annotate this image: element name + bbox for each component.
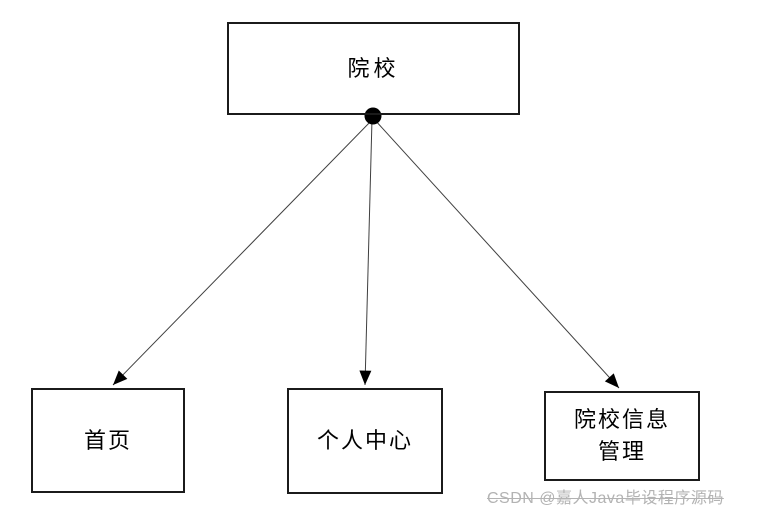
diagram-node-home: 首页: [31, 388, 185, 493]
junction-dot: [364, 107, 382, 125]
node-label-college: 院校: [347, 55, 400, 81]
edge-college-to-college-info: [373, 118, 620, 389]
diagram-node-college: 院校: [227, 22, 520, 115]
node-label-college-info-line2: 管理: [597, 439, 646, 464]
node-label-home: 首页: [83, 427, 132, 453]
node-label-personal-center: 个人中心: [316, 428, 413, 454]
diagram-node-personal-center: 个人中心: [287, 388, 443, 494]
node-label-college-info-management: 院校信息 管理: [574, 404, 670, 468]
diagram-node-college-info-management: 院校信息 管理: [544, 391, 700, 481]
node-label-college-info-line1: 院校信息: [573, 407, 670, 433]
watermark-text: CSDN @嘉人Java毕设程序源码: [487, 490, 724, 507]
edge-college-to-personal-center: [359, 118, 373, 386]
edge-college-to-home: [112, 118, 374, 386]
